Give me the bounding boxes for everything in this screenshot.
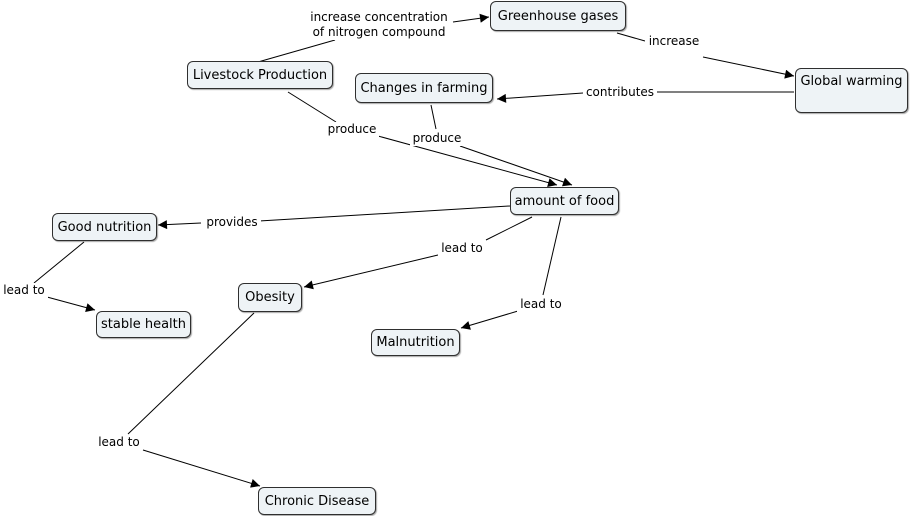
concept-changes-in-farming[interactable]: Changes in farming <box>355 73 493 103</box>
link-label-lead-to-obesity: lead to <box>438 241 486 256</box>
connector-contributes-to-changes-in-farming <box>496 92 584 103</box>
connector-livestock-to-label <box>257 39 336 63</box>
link-label-increase-concentration: increase concentration of nitrogen compo… <box>306 10 452 40</box>
concept-malnutrition[interactable]: Malnutrition <box>371 329 460 356</box>
connector-amount-of-food-to-provides <box>258 205 511 222</box>
connector-changes-in-farming-to-produce <box>430 104 437 130</box>
connector-obesity-to-lead-to <box>127 312 255 435</box>
link-label-produce-livestock: produce <box>325 122 379 137</box>
connector-lead-to-chronic-disease <box>142 449 261 488</box>
concept-greenhouse-gases[interactable]: Greenhouse gases <box>490 1 626 31</box>
connector-livestock-to-produce <box>287 91 337 123</box>
concept-good-nutrition[interactable]: Good nutrition <box>52 213 157 241</box>
connector-lead-to-stable-health <box>46 296 96 312</box>
concept-global-warming[interactable]: Global warming <box>795 68 908 113</box>
connector-lead-to-obesity <box>303 254 439 290</box>
link-label-increase: increase <box>645 34 703 49</box>
connector-good-nutrition-to-lead-to <box>33 241 85 284</box>
connector-lead-to-malnutrition <box>460 310 519 330</box>
connector-produce-to-amount-of-food <box>377 135 558 187</box>
link-label-lead-to-stable-health: lead to <box>0 283 48 298</box>
connector-provides-to-good-nutrition <box>157 220 202 230</box>
connector-produce-2-to-amount-of-food <box>459 145 573 187</box>
link-label-lead-to-malnutrition: lead to <box>517 297 565 312</box>
concept-chronic-disease[interactable]: Chronic Disease <box>258 487 376 515</box>
connector-amount-of-food-to-lead-to-obesity <box>485 216 533 241</box>
link-label-contributes: contributes <box>583 85 657 100</box>
concept-amount-of-food[interactable]: amount of food <box>510 187 619 215</box>
link-label-lead-to-chronic-disease: lead to <box>95 435 143 450</box>
connector-increase-to-global-warming <box>702 56 795 79</box>
link-label-provides: provides <box>203 215 261 230</box>
link-label-produce-farming: produce <box>410 131 464 146</box>
concept-livestock-production[interactable]: Livestock Production <box>187 61 333 89</box>
connector-label-to-greenhouse-gases <box>452 13 490 23</box>
connector-greenhouse-to-increase <box>616 32 646 42</box>
concept-obesity[interactable]: Obesity <box>238 283 302 312</box>
connector-amount-of-food-to-lead-to-malnutrition <box>542 216 562 296</box>
concept-stable-health[interactable]: stable health <box>96 311 191 338</box>
